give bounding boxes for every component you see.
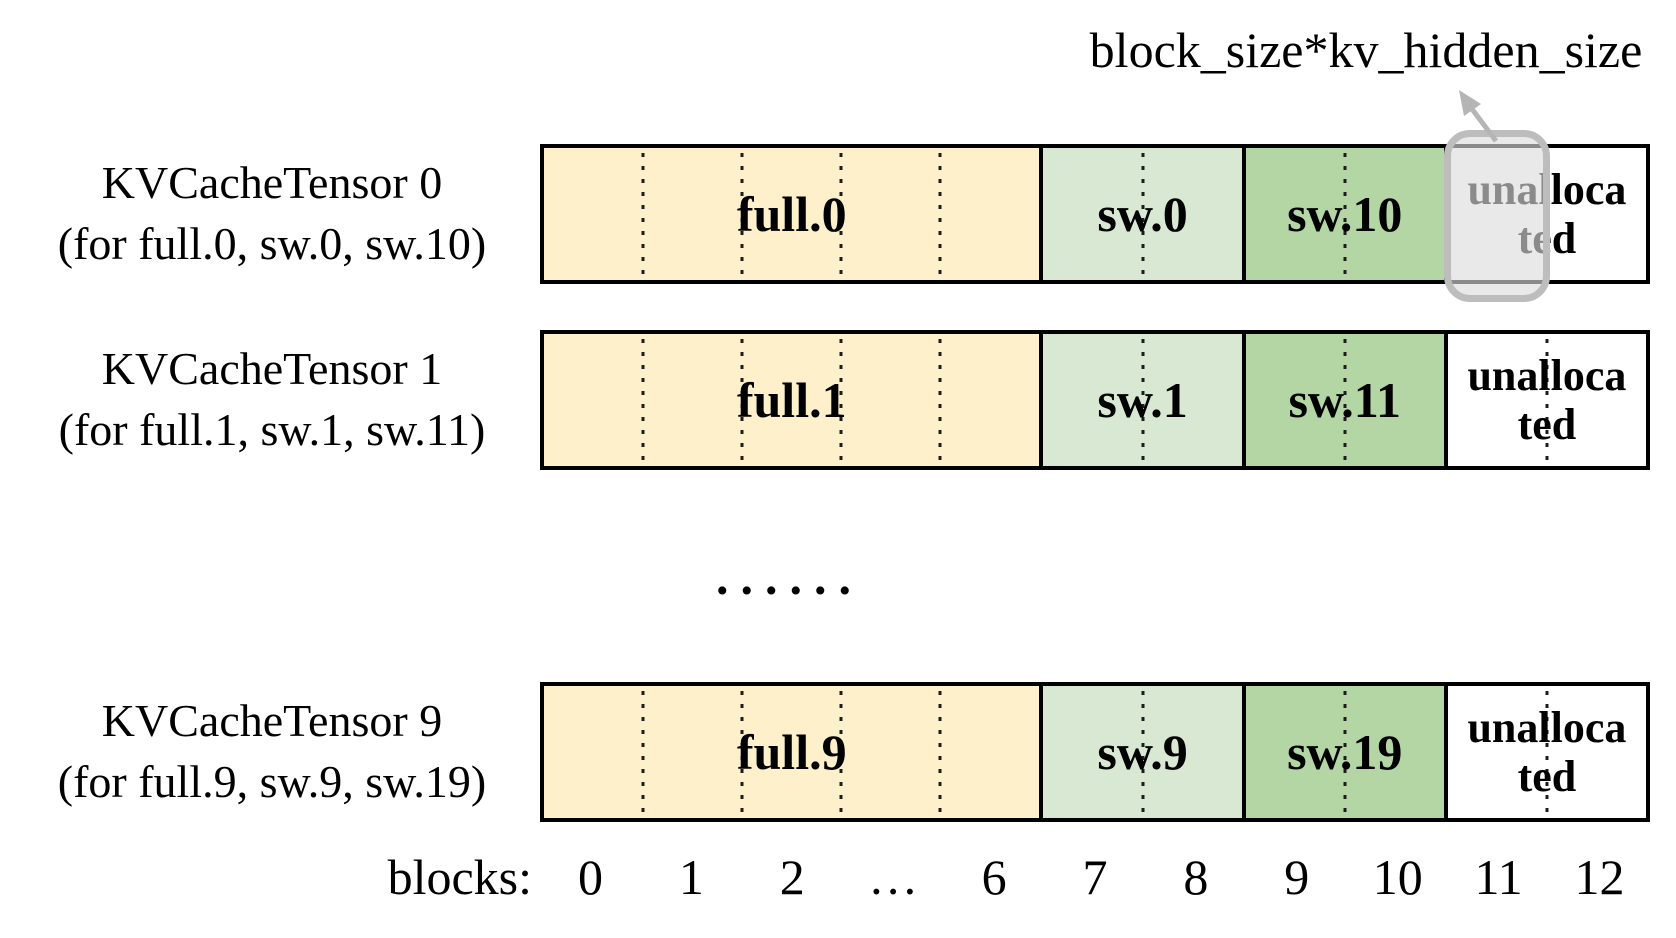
axis-tick: 8 [1183, 849, 1209, 905]
block-divider-dotted [1343, 153, 1347, 275]
axis-tick: 10 [1372, 849, 1423, 905]
block-divider-dotted [641, 153, 645, 275]
block-divider-dotted [938, 691, 942, 813]
block-size-highlight-box [1444, 130, 1550, 302]
tensor-row-0-label: KVCacheTensor 0 (for full.0, sw.0, sw.10… [24, 144, 520, 284]
row-subtitle: (for full.1, sw.1, sw.11) [58, 404, 486, 455]
axis-tick: 7 [1082, 849, 1108, 905]
segment-label: full.9 [736, 724, 847, 780]
segment-full-9: full.9 [544, 686, 1044, 818]
axis-tick: 9 [1284, 849, 1310, 905]
row-title: KVCacheTensor 0 [101, 157, 443, 209]
tensor-row-1-label: KVCacheTensor 1 (for full.1, sw.1, sw.11… [24, 330, 520, 470]
rows-ellipsis: ...... [716, 549, 863, 605]
axis-tick: 1 [678, 849, 704, 905]
row-subtitle: (for full.9, sw.9, sw.19) [57, 756, 487, 807]
segment-label: sw.11 [1288, 372, 1402, 428]
block-divider-dotted [641, 339, 645, 461]
segment-sw-19: sw.19 [1245, 686, 1448, 818]
row-subtitle: (for full.0, sw.0, sw.10) [57, 218, 487, 269]
block-divider-dotted [938, 339, 942, 461]
segment-full-0: full.0 [544, 148, 1044, 280]
annotation-label: block_size*kv_hidden_size [1089, 22, 1643, 78]
axis-tick: 6 [981, 849, 1007, 905]
block-divider-dotted [839, 153, 843, 275]
tensor-row-9-label: KVCacheTensor 9 (for full.9, sw.9, sw.19… [24, 682, 520, 822]
row-title: KVCacheTensor 9 [101, 695, 443, 747]
segment-label: sw.9 [1097, 724, 1188, 780]
segment-sw-0: sw.0 [1043, 148, 1246, 280]
block-divider-dotted [1545, 691, 1549, 813]
block-divider-dotted [740, 691, 744, 813]
segment-sw-9: sw.9 [1043, 686, 1246, 818]
block-divider-dotted [740, 339, 744, 461]
segment-sw-10: sw.10 [1245, 148, 1448, 280]
block-divider-dotted [839, 691, 843, 813]
segment-label: sw.1 [1097, 372, 1188, 428]
blocks-axis-label: blocks: [387, 849, 532, 905]
blocks-axis: 0 1 2 … 6 7 8 9 10 11 12 [540, 848, 1650, 906]
segment-label: sw.19 [1287, 724, 1403, 780]
segment-label: full.0 [736, 186, 847, 242]
block-divider-dotted [740, 153, 744, 275]
block-divider-dotted [1141, 691, 1145, 813]
segment-sw-1: sw.1 [1043, 334, 1246, 466]
block-divider-dotted [839, 339, 843, 461]
segment-full-1: full.1 [544, 334, 1044, 466]
block-divider-dotted [1141, 153, 1145, 275]
segment-label: sw.0 [1097, 186, 1188, 242]
segment-label: sw.10 [1287, 186, 1403, 242]
row-title: KVCacheTensor 1 [101, 343, 443, 395]
block-divider-dotted [1343, 691, 1347, 813]
axis-tick: 11 [1474, 849, 1523, 905]
axis-tick: 12 [1574, 849, 1625, 905]
axis-tick: 2 [779, 849, 805, 905]
block-divider-dotted [1545, 339, 1549, 461]
segment-sw-11: sw.11 [1245, 334, 1448, 466]
axis-tick: 0 [577, 849, 603, 905]
block-divider-dotted [641, 691, 645, 813]
block-divider-dotted [938, 153, 942, 275]
block-divider-dotted [1343, 339, 1347, 461]
axis-tick: … [868, 849, 919, 905]
segment-label: full.1 [736, 372, 847, 428]
block-divider-dotted [1141, 339, 1145, 461]
